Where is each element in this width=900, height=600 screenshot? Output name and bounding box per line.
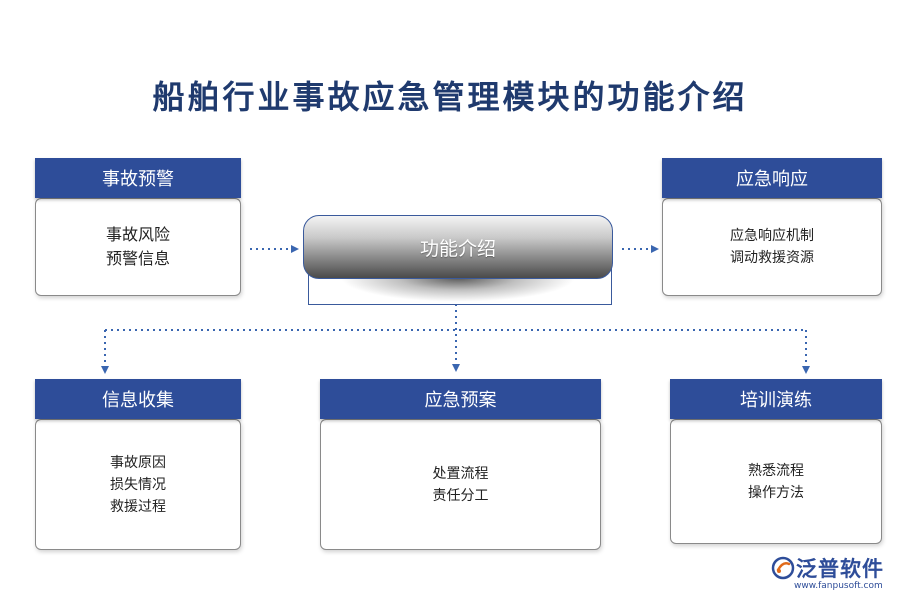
card-response-title: 应急响应 [662, 158, 882, 198]
logo-icon [771, 556, 795, 580]
card-plan-item: 处置流程 [432, 465, 489, 482]
card-warning-body: 事故风险 预警信息 [35, 198, 241, 296]
card-warning-title: 事故预警 [35, 158, 241, 198]
card-warning: 事故预警 事故风险 预警信息 [35, 158, 241, 296]
page-title: 船舶行业事故应急管理模块的功能介绍 [152, 78, 748, 116]
card-warning-item: 预警信息 [105, 249, 170, 268]
card-training-item: 操作方法 [748, 484, 804, 501]
card-response-item: 应急响应机制 [730, 228, 814, 244]
card-plan: 应急预案 处置流程 责任分工 [320, 379, 601, 550]
brand-logo: 泛普软件 www.fanpusoft.com [770, 553, 894, 597]
card-warning-item: 事故风险 [105, 225, 170, 244]
card-training-item: 熟悉流程 [748, 462, 804, 479]
center-node: 功能介绍 [303, 215, 613, 279]
card-collection-item: 损失情况 [110, 476, 166, 493]
card-collection-title: 信息收集 [35, 379, 241, 419]
card-training-body: 熟悉流程 操作方法 [670, 419, 882, 544]
card-collection-item: 事故原因 [110, 454, 166, 471]
card-response-item: 调动救援资源 [730, 250, 814, 266]
card-collection-body: 事故原因 损失情况 救援过程 [35, 419, 241, 550]
card-plan-title: 应急预案 [320, 379, 601, 419]
center-shadow [340, 278, 576, 302]
card-training-title: 培训演练 [670, 379, 882, 419]
card-collection: 信息收集 事故原因 损失情况 救援过程 [35, 379, 241, 550]
card-collection-item: 救援过程 [110, 498, 166, 515]
card-plan-body: 处置流程 责任分工 [320, 419, 601, 550]
card-training: 培训演练 熟悉流程 操作方法 [670, 379, 882, 544]
card-plan-item: 责任分工 [432, 487, 489, 504]
card-response-body: 应急响应机制 调动救援资源 [662, 198, 882, 296]
center-label: 功能介绍 [419, 237, 496, 260]
card-response: 应急响应 应急响应机制 调动救援资源 [662, 158, 882, 296]
logo-url: www.fanpusoft.com [794, 581, 883, 591]
logo-name: 泛普软件 [796, 557, 884, 581]
